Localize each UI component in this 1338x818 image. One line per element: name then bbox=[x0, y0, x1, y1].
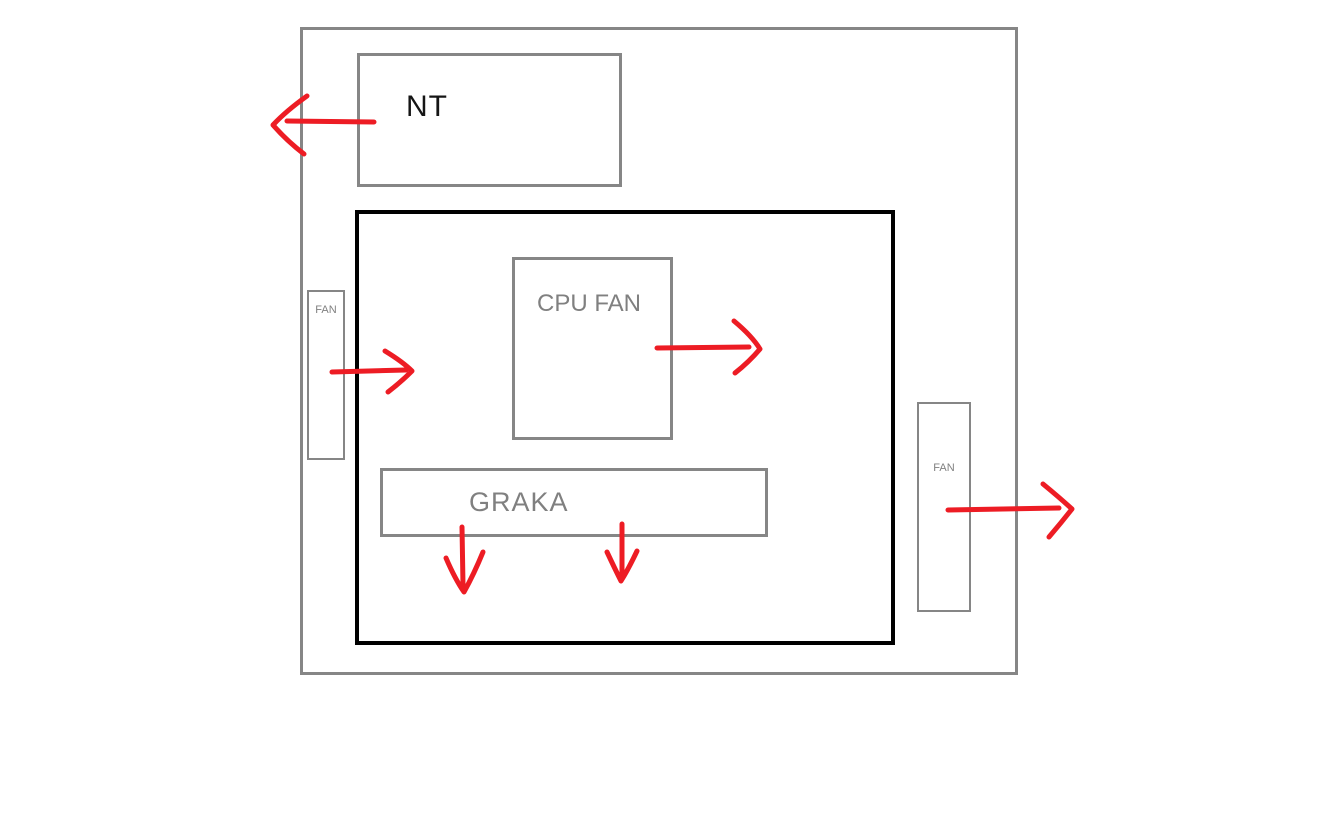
rear-fan-box: FAN bbox=[917, 402, 971, 612]
gpu-box: GRAKA bbox=[380, 468, 768, 537]
front-fan-label: FAN bbox=[315, 304, 337, 316]
pc-case-outline bbox=[300, 27, 1018, 675]
motherboard-outline bbox=[355, 210, 895, 645]
rear-fan-label: FAN bbox=[933, 462, 955, 474]
cpu-fan-box: CPU FAN bbox=[512, 257, 673, 440]
front-fan-box: FAN bbox=[307, 290, 345, 460]
psu-label: NT bbox=[406, 90, 448, 123]
gpu-label: GRAKA bbox=[469, 487, 569, 517]
psu-box: NT bbox=[357, 53, 622, 187]
cpu-fan-label: CPU FAN bbox=[537, 290, 642, 317]
